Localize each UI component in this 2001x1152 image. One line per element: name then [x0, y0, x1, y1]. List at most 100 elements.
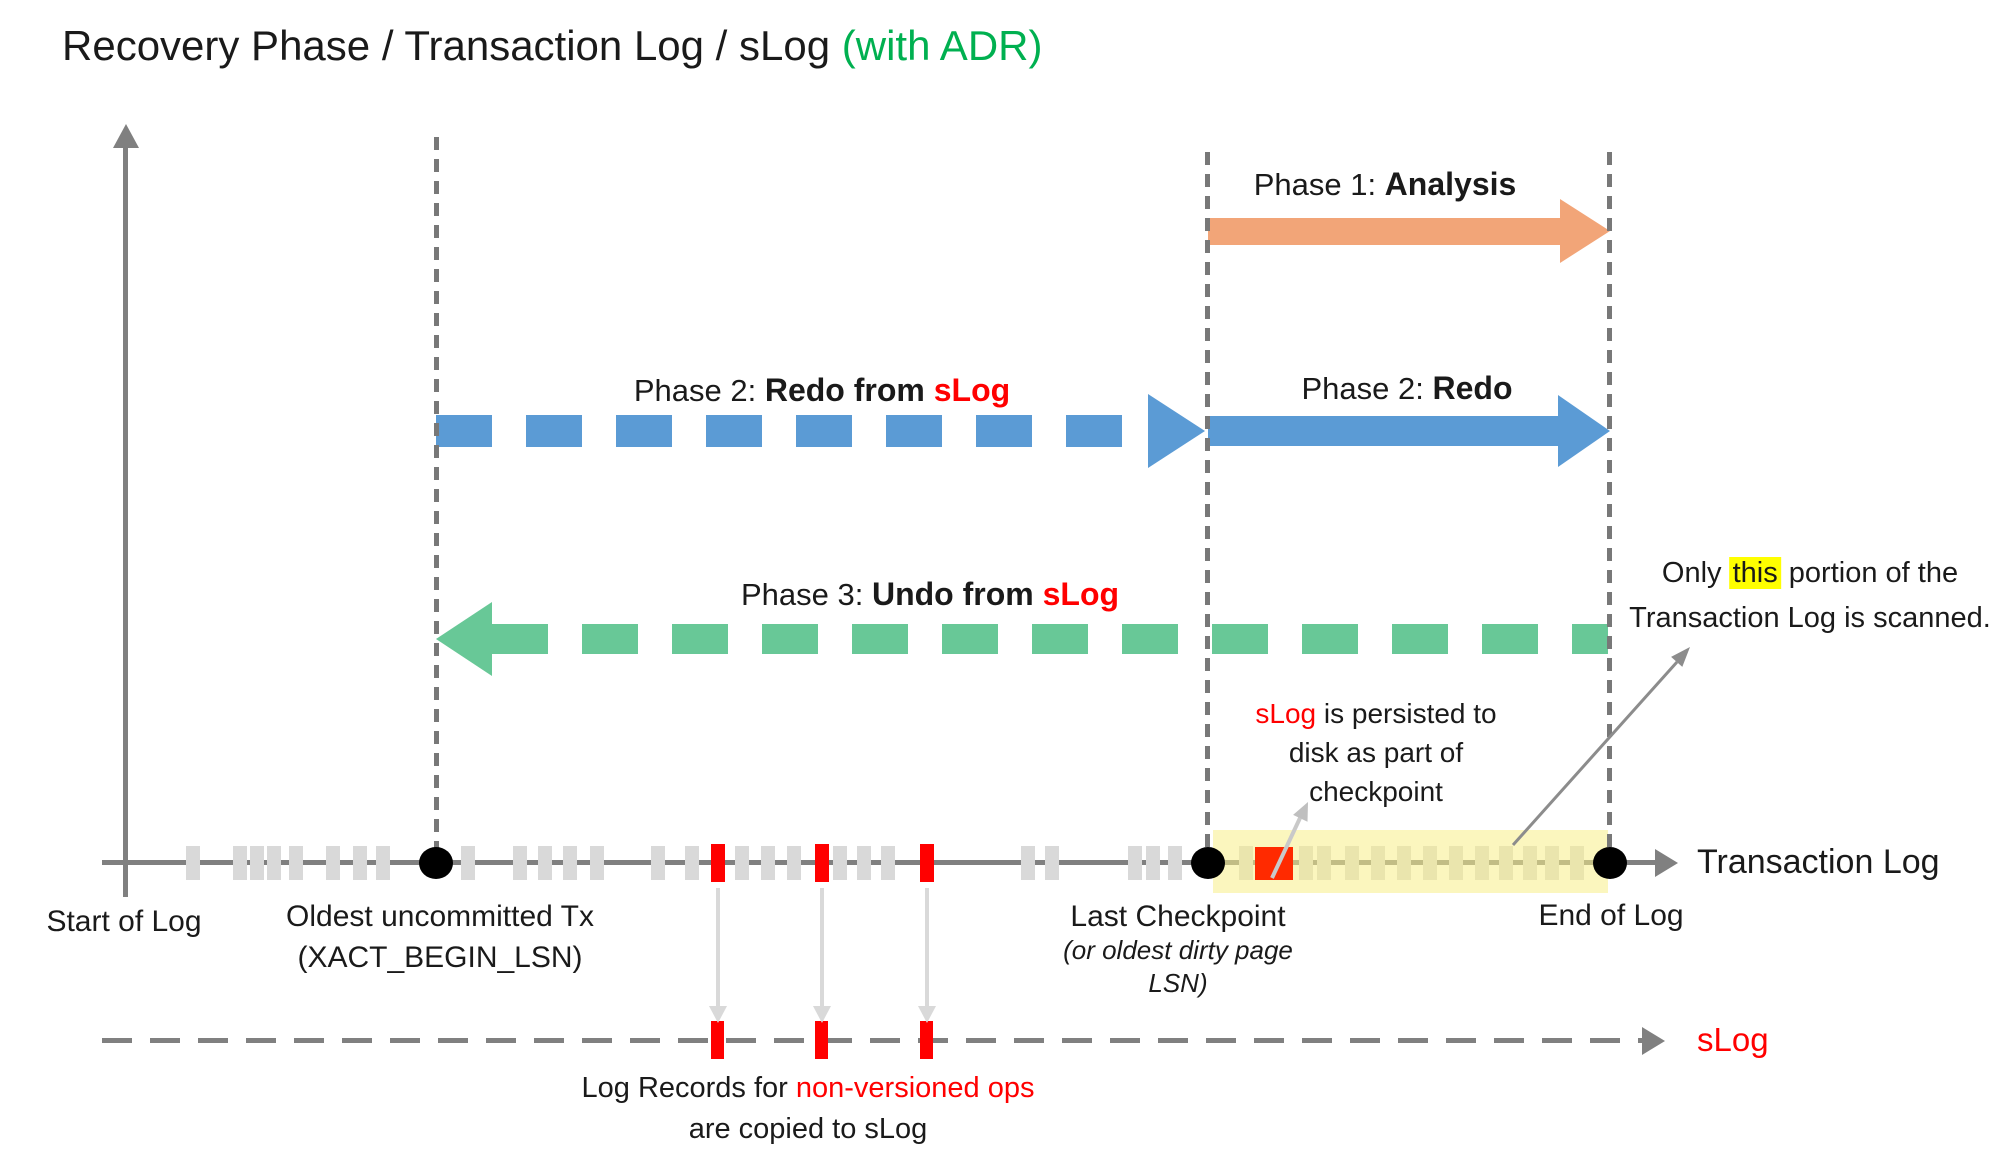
log-tick — [267, 846, 281, 880]
oldest-tx-line2: (XACT_BEGIN_LSN) — [297, 941, 583, 974]
persist-note-line3: checkpoint — [1309, 776, 1443, 807]
phase1-prefix: Phase 1: — [1253, 167, 1385, 202]
copy-connector-line — [925, 888, 929, 1006]
slog-copy-red: non-versioned ops — [795, 1072, 1035, 1104]
log-tick — [685, 846, 699, 880]
log-tick — [590, 846, 604, 880]
log-tick — [1168, 846, 1182, 880]
copy-connector-line — [820, 888, 824, 1006]
guide-oldest-uncommitted-tx — [434, 137, 439, 863]
guide-end-of-log — [1607, 152, 1612, 863]
slog-copy-line1: Log Records for non-versioned ops — [582, 1068, 1035, 1109]
title-adr-suffix: (with ADR) — [841, 22, 1043, 69]
copy-connector-line — [716, 888, 720, 1006]
slog-persisted-marker — [1255, 847, 1293, 880]
log-tick-nonversioned — [711, 844, 725, 882]
phase2-slog-red: sLog — [933, 372, 1011, 408]
copy-connector-arrow-icon — [709, 1006, 727, 1023]
persist-note-line2: disk as part of — [1288, 737, 1464, 768]
log-tick — [326, 846, 340, 880]
log-tick — [233, 846, 247, 880]
log-tick — [761, 846, 775, 880]
phase1-arrow-body — [1208, 218, 1560, 245]
log-tick — [1128, 846, 1142, 880]
phase2-redo-arrow-head-icon — [1558, 395, 1610, 467]
phase2-redo-label: Phase 2: Redo — [1302, 370, 1513, 407]
transaction-log-label: Transaction Log — [1697, 843, 1940, 881]
slog-copy-note: Log Records for non-versioned ops are co… — [582, 1068, 1035, 1150]
transaction-log-arrow-icon — [1655, 849, 1678, 877]
end-of-log-dot — [1593, 847, 1627, 879]
phase2-prefix: Phase 2: — [1301, 371, 1433, 406]
last-checkpoint-label: Last Checkpoint (or oldest dirty page LS… — [1063, 899, 1293, 1000]
y-axis-arrow-icon — [113, 124, 139, 148]
persist-note-line1: sLog is persisted to — [1255, 694, 1496, 733]
log-tick — [563, 846, 577, 880]
slog-dashed-line — [102, 1038, 1642, 1043]
log-tick — [250, 846, 264, 880]
phase2-slog-arrow-head-icon — [1148, 394, 1205, 468]
log-tick — [289, 846, 303, 880]
oldest-tx-label: Oldest uncommitted Tx (XACT_BEGIN_LSN) — [286, 896, 594, 978]
scan-arrow-line — [1511, 660, 1679, 847]
end-of-log-label: End of Log — [1538, 899, 1684, 932]
last-checkpoint-dot — [1191, 847, 1225, 879]
scan-note-highlight: this — [1729, 557, 1781, 589]
phase3-arrow-body — [492, 624, 1608, 654]
scan-note-pre: Only — [1661, 557, 1730, 589]
log-tick — [787, 846, 801, 880]
copy-connector-arrow-icon — [813, 1006, 831, 1023]
log-tick — [1021, 846, 1035, 880]
slog-label: sLog — [1697, 1021, 1769, 1058]
phase3-name: Undo from — [871, 576, 1043, 612]
log-tick — [186, 846, 200, 880]
persist-note-rest: is persisted to — [1316, 698, 1497, 729]
slog-copy-pre: Log Records for — [581, 1072, 796, 1104]
log-tick — [651, 846, 665, 880]
phase3-prefix: Phase 3: — [740, 577, 872, 612]
log-tick — [513, 846, 527, 880]
phase1-label: Phase 1: Analysis — [1254, 166, 1517, 203]
last-checkpoint-line2: (or oldest dirty page — [1063, 935, 1293, 965]
page-title: Recovery Phase / Transaction Log / sLog … — [62, 22, 1042, 70]
start-of-log-label: Start of Log — [46, 905, 202, 938]
title-main: Recovery Phase / Transaction Log / sLog — [62, 22, 842, 69]
slog-tick-nonversioned — [920, 1021, 933, 1059]
log-tick — [857, 846, 871, 880]
copy-connector-arrow-icon — [918, 1006, 936, 1023]
scan-note-post: portion of the — [1780, 557, 1959, 589]
log-tick — [1045, 846, 1059, 880]
last-checkpoint-line3: LSN) — [1148, 968, 1208, 998]
phase2-name: Redo — [1432, 370, 1513, 406]
phase2-slog-name: Redo from — [764, 372, 934, 408]
log-tick-nonversioned — [815, 844, 829, 882]
phase3-arrow-head-icon — [436, 602, 492, 676]
slog-tick-nonversioned — [815, 1021, 828, 1059]
scan-note-line2: Transaction Log is scanned. — [1629, 602, 1991, 634]
log-tick — [735, 846, 749, 880]
last-checkpoint-line1: Last Checkpoint — [1070, 900, 1286, 933]
log-tick — [376, 846, 390, 880]
phase2-slog-prefix: Phase 2: — [633, 373, 765, 408]
phase2-slog-arrow-body — [436, 415, 1148, 447]
log-tick — [881, 846, 895, 880]
phase1-arrow-head-icon — [1560, 199, 1610, 263]
phase3-label: Phase 3: Undo from sLog — [741, 576, 1119, 613]
slog-copy-line2: are copied to sLog — [688, 1113, 928, 1145]
transaction-log-line — [102, 860, 1655, 865]
phase3-red: sLog — [1042, 576, 1120, 612]
phase1-name: Analysis — [1384, 166, 1517, 202]
y-axis-line — [123, 146, 128, 897]
scan-note: Only this portion of the Transaction Log… — [1629, 551, 1991, 641]
guide-last-checkpoint — [1205, 152, 1210, 863]
slog-tick-nonversioned — [711, 1021, 724, 1059]
persist-note: sLog is persisted to disk as part of che… — [1255, 694, 1496, 811]
log-tick — [1146, 846, 1160, 880]
phase2-redo-arrow-body — [1208, 416, 1558, 446]
oldest-tx-dot — [419, 847, 453, 879]
log-tick — [538, 846, 552, 880]
slog-arrow-icon — [1642, 1027, 1665, 1055]
scan-note-line1: Only this portion of the — [1629, 551, 1991, 596]
phase2-slog-label: Phase 2: Redo from sLog — [634, 372, 1010, 409]
